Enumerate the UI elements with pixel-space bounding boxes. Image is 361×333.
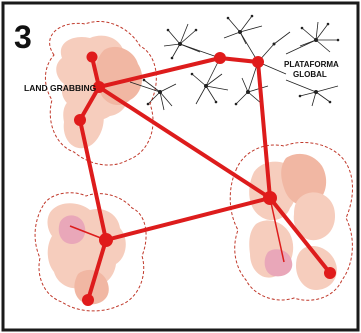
dashed-outline	[34, 192, 147, 312]
panel-number: 3	[14, 19, 32, 55]
land-blob-pink	[264, 249, 293, 277]
region-bottom-left	[34, 192, 147, 312]
land-blob	[293, 192, 336, 241]
node	[93, 81, 105, 93]
node	[74, 114, 86, 126]
land-grab-nodes	[74, 51, 336, 306]
dashed-outline	[45, 20, 157, 166]
node	[263, 191, 277, 205]
land-grab-network	[78, 55, 332, 302]
node	[214, 52, 226, 64]
node	[252, 56, 264, 68]
global-network-nodes	[142, 14, 340, 106]
node	[86, 51, 98, 63]
global-label: GLOBAL	[293, 70, 327, 79]
land-blob	[296, 245, 337, 290]
land-blob-pink	[58, 215, 86, 244]
node	[99, 233, 113, 247]
plataforma-label: PLATAFORMA	[284, 60, 339, 69]
node	[324, 267, 336, 279]
region-bottom-right	[229, 142, 353, 301]
dashed-outline	[229, 142, 353, 301]
land-grabbing-label: LAND GRABBING	[24, 83, 97, 93]
node	[82, 294, 94, 306]
